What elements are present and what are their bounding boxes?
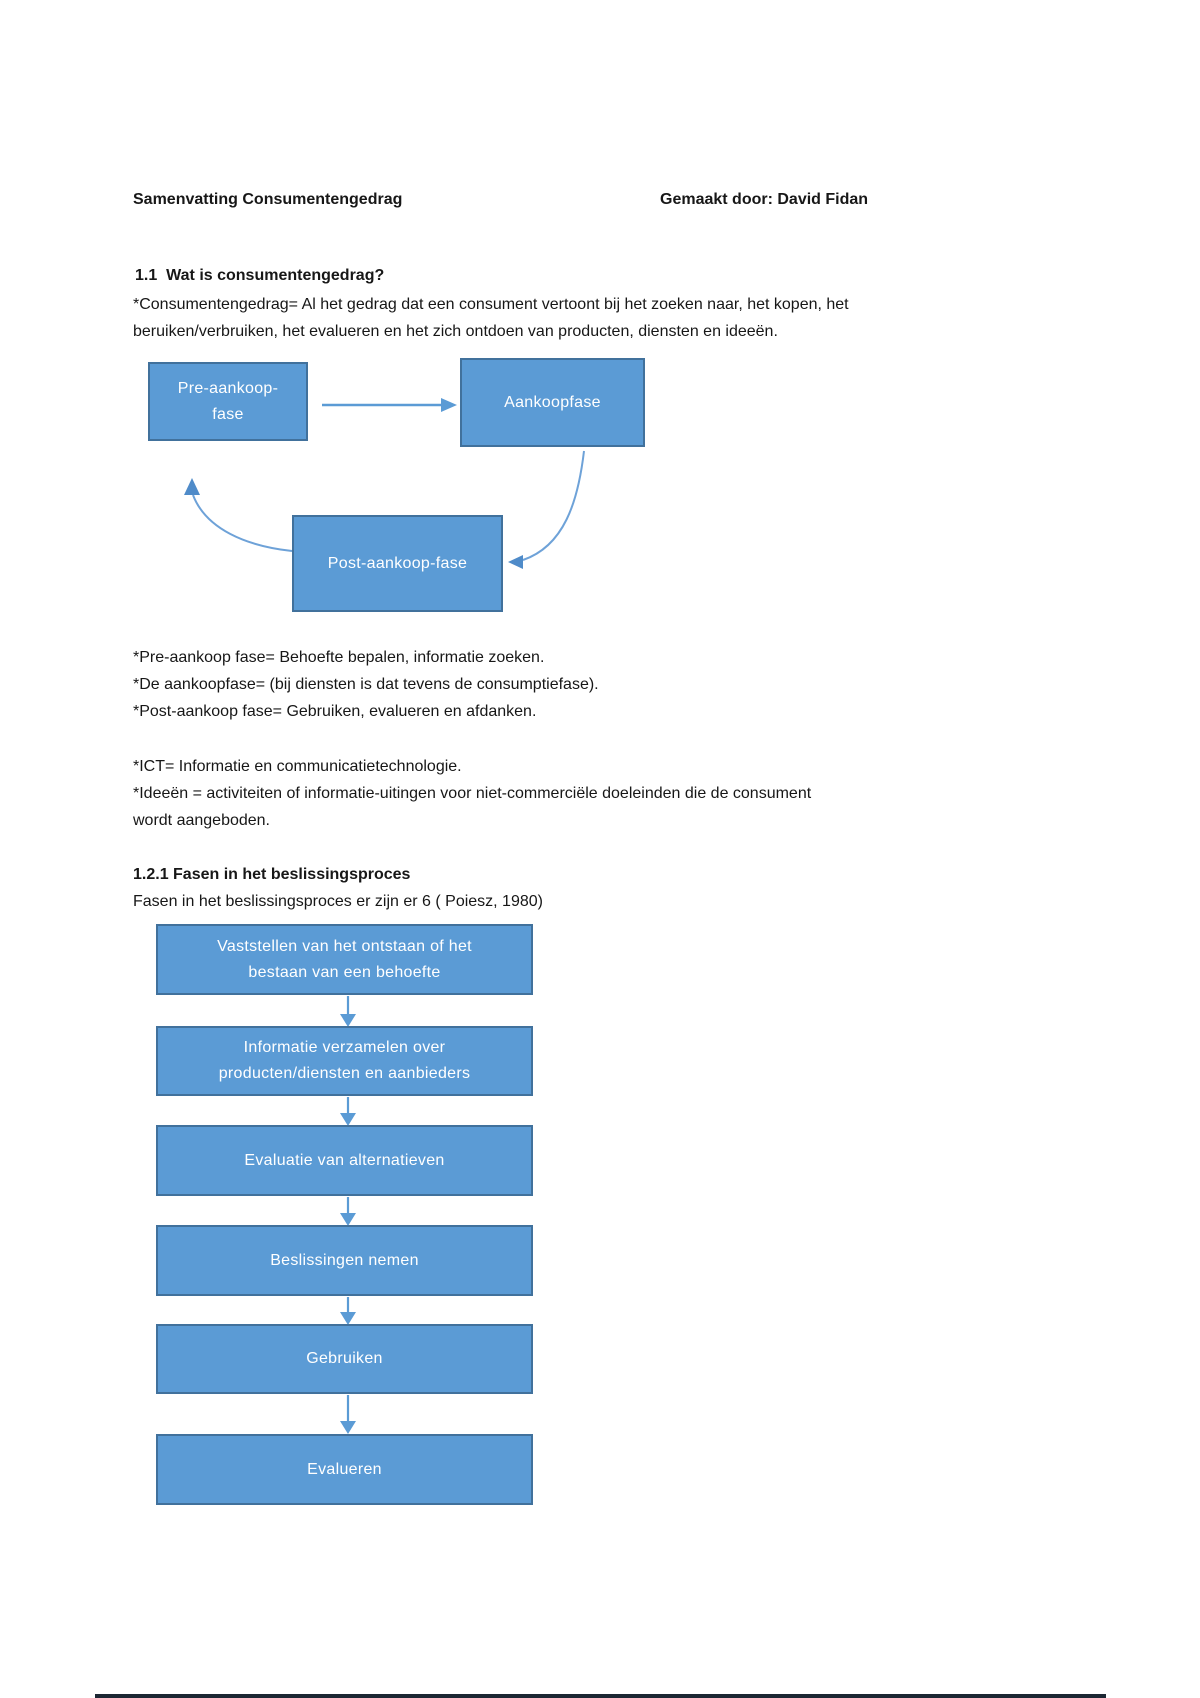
flow-box-post-aankoop-fase: Post-aankoop-fase xyxy=(292,515,503,612)
consumentengedrag-definition: *Consumentengedrag= Al het gedrag dat ee… xyxy=(133,296,849,340)
fasen-intro: Fasen in het beslissingsproces er zijn e… xyxy=(133,893,543,910)
step-box-beslissingen-nemen: Beslissingen nemen xyxy=(156,1225,533,1296)
page-break-edge xyxy=(95,1694,1106,1698)
step-box-informatie-verzamelen: Informatie verzamelen over producten/die… xyxy=(156,1026,533,1096)
arrow-step-2-3 xyxy=(340,1097,356,1126)
arrow-step-3-4 xyxy=(340,1197,356,1226)
step-box-behoefte-vaststellen: Vaststellen van het ontstaan of het best… xyxy=(156,924,533,995)
doc-title: Samenvatting Consumentengedrag xyxy=(133,191,403,208)
phase-notes: *Pre-aankoop fase= Behoefte bepalen, inf… xyxy=(133,649,599,720)
arrow-step-5-6 xyxy=(340,1395,356,1434)
arrow-step-4-5 xyxy=(340,1297,356,1325)
step-box-evalueren: Evalueren xyxy=(156,1434,533,1505)
flow-box-pre-aankoop-fase: Pre-aankoop- fase xyxy=(148,362,308,441)
step-box-gebruiken: Gebruiken xyxy=(156,1324,533,1394)
flow-box-aankoopfase: Aankoopfase xyxy=(460,358,645,447)
arrow-aankoop-to-post xyxy=(508,450,585,569)
arrow-step-1-2 xyxy=(340,996,356,1027)
arrow-post-to-pre xyxy=(184,478,293,552)
arrow-pre-to-aankoop xyxy=(322,398,457,412)
section-1-2-1-heading: 1.2.1 Fasen in het beslissingsproces xyxy=(133,866,411,883)
section-1-1-heading: 1.1 Wat is consumentengedrag? xyxy=(135,267,385,284)
doc-author: Gemaakt door: David Fidan xyxy=(660,191,869,208)
definition-notes: *ICT= Informatie en communicatietechnolo… xyxy=(133,758,812,829)
step-box-evaluatie-alternatieven: Evaluatie van alternatieven xyxy=(156,1125,533,1196)
